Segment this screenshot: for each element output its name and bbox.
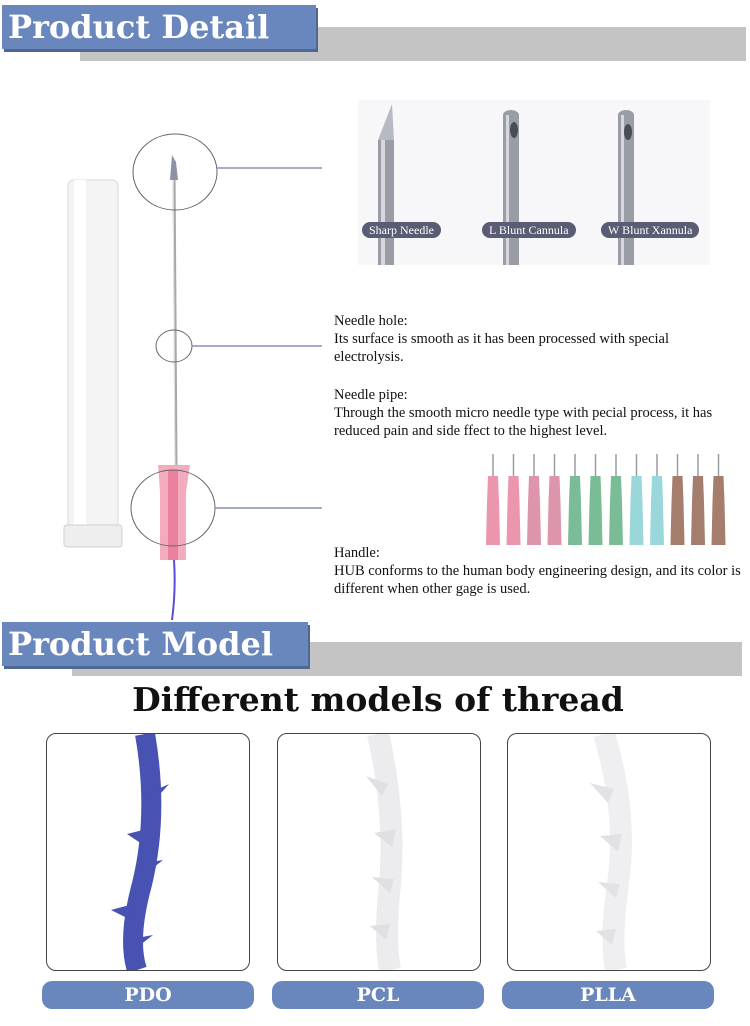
hub-icon [670,454,685,545]
tip-label-l-blunt: L Blunt Cannula [482,222,576,238]
pdo-thread-icon [111,734,169,970]
sharp-needle-icon [378,104,394,265]
thread-card-plla [507,733,711,971]
thread-card-pdo [46,733,250,971]
needle-shaft [172,164,178,466]
hub-icon [629,454,644,545]
protective-cap [63,179,123,548]
model-section-title: Product Model [2,622,308,666]
hub-icon [547,454,562,545]
handle-title: Handle: [334,545,380,561]
tip-magnifier-circle [132,133,218,211]
model-label-pdo: PDO [42,981,254,1009]
hub-icon [568,454,582,545]
tip-label-w-blunt: W Blunt Xannula [601,222,700,238]
needle-hole-title: Needle hole: [334,313,408,329]
model-label-plla: PLLA [502,981,714,1009]
models-heading: Different models of thread [132,680,624,719]
needle-pipe-description: Needle pipe: Through the smooth micro ne… [334,386,746,440]
needle-hole-text: Its surface is smooth as it has been pro… [334,331,670,365]
colored-hubs-image [486,454,726,545]
hub-icon [609,454,623,545]
pink-hub-icon [158,465,190,560]
hub-icon [527,454,541,545]
thread-card-pcl [277,733,481,971]
needle-pipe-text: Through the smooth micro needle type wit… [334,405,713,439]
detail-section-title: Product Detail [2,5,316,49]
hub-icon [588,454,603,545]
handle-text: HUB conforms to the human body engineeri… [334,563,741,597]
hub-icon [506,454,521,545]
model-label-pcl: PCL [272,981,484,1009]
needle-diagram [63,133,322,620]
handle-description: Handle: HUB conforms to the human body e… [334,544,746,598]
hub-icon [486,454,500,545]
hub-icon [691,454,705,545]
plla-thread-icon [590,734,632,970]
tip-label-sharp: Sharp Needle [362,222,441,238]
needle-tips-panel: Sharp Needle L Blunt Cannula W Blunt Xan… [358,100,710,265]
pcl-thread-icon [366,734,403,970]
hub-icon [711,454,726,545]
hub-icon [650,454,664,545]
w-blunt-xannula-icon [618,110,634,265]
l-blunt-cannula-icon [503,110,519,265]
needle-hole-description: Needle hole: Its surface is smooth as it… [334,312,734,366]
needle-tip-icon [170,155,178,180]
needle-pipe-title: Needle pipe: [334,387,408,403]
